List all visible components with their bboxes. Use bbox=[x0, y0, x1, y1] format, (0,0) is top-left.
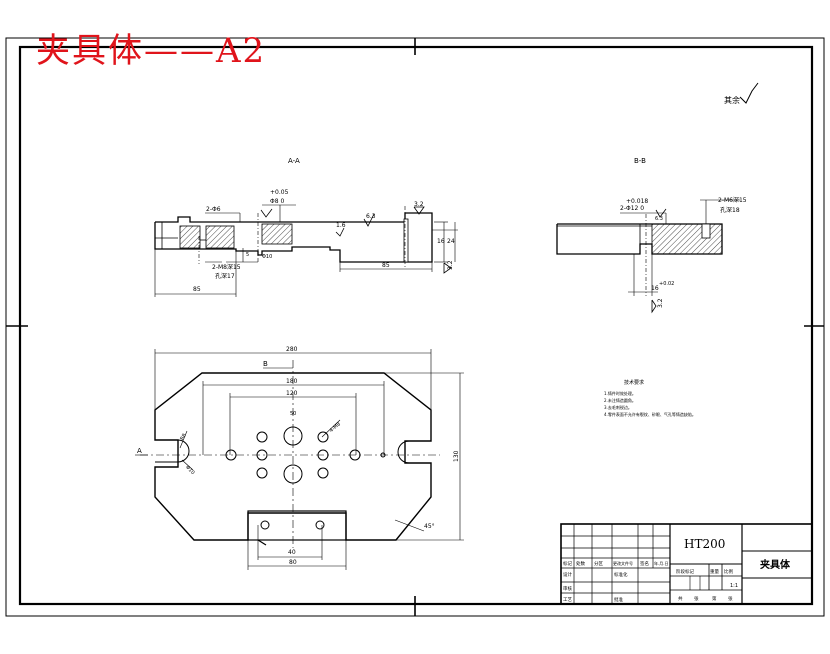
hole bbox=[317, 431, 329, 443]
dim-m8: 4-M8 bbox=[329, 421, 342, 434]
part-name: 夹具体 bbox=[760, 558, 791, 571]
section-mark-a: A bbox=[137, 447, 142, 455]
bb-tol-dia: 2-Φ12 0 bbox=[620, 205, 644, 212]
plate-holes bbox=[225, 426, 386, 530]
tb-cell: 审核 bbox=[563, 585, 572, 592]
tb-cell: 工艺 bbox=[563, 597, 572, 603]
base-tab bbox=[247, 510, 347, 541]
roughness-note-text: 其余 bbox=[724, 95, 740, 105]
tb-cell: 第 bbox=[712, 595, 717, 602]
hole bbox=[256, 449, 268, 461]
aa-note-hole2: 孔深17 bbox=[215, 272, 235, 280]
hole bbox=[256, 467, 268, 479]
dim-130: 130 bbox=[453, 450, 460, 462]
hole bbox=[260, 520, 270, 530]
aa-dim-16: 16 bbox=[437, 238, 445, 245]
hole bbox=[317, 467, 329, 479]
tb-cell: 年.月.日 bbox=[654, 560, 669, 566]
bb-tol-top: +0.018 bbox=[626, 198, 648, 205]
tb-cell: 比例 bbox=[724, 568, 733, 575]
tech-req-line: 2.未注铸造圆角。 bbox=[604, 397, 636, 403]
material-label: HT200 bbox=[684, 537, 725, 551]
tb-cell: 张 bbox=[694, 595, 699, 602]
inner-frame bbox=[18, 45, 814, 606]
tb-cell: 分区 bbox=[594, 560, 603, 567]
bb-dim-16: 16 bbox=[651, 285, 659, 292]
tech-requirements: 技术要求 1.铸件时效处理。 2.未注铸造圆角。 3.去毛刺锐边。 4.零件表面… bbox=[604, 379, 696, 417]
aa-dim-phi10: Φ10 bbox=[262, 254, 272, 260]
section-bb-view: B-B +0.018 2-Φ12 0 2-M6深15 孔深18 3.2 16 +… bbox=[556, 157, 747, 314]
hole bbox=[283, 464, 303, 484]
bb-rough-63: 6.3 bbox=[655, 216, 663, 222]
tech-req-line: 3.去毛刺锐边。 bbox=[604, 404, 632, 410]
dim-120: 120 bbox=[286, 390, 298, 397]
tb-cell: 标准化 bbox=[614, 571, 628, 578]
dim-80: 80 bbox=[289, 559, 297, 566]
hole bbox=[349, 449, 361, 461]
tb-cell: 共 bbox=[678, 595, 683, 602]
aa-note-hole: 2-M8深15 bbox=[212, 263, 241, 271]
aa-rough-32: 3.2 bbox=[414, 201, 424, 208]
tb-cell: 处数 bbox=[576, 560, 585, 567]
hole bbox=[317, 449, 329, 461]
tb-cell: 张 bbox=[728, 595, 733, 602]
section-mark-b: B bbox=[263, 360, 268, 368]
bb-note-hole2: 孔深18 bbox=[720, 206, 740, 214]
tb-cell: 设计 bbox=[563, 571, 572, 578]
tb-cell: 阶段标记 bbox=[676, 568, 694, 575]
title-block-text: HT200 夹具体 1:1 标记 处数 分区 更改文件号 签名 年.月.日 设计… bbox=[563, 537, 791, 603]
tb-cell: 标记 bbox=[563, 560, 572, 567]
aa-rough-16: 1.6 bbox=[336, 222, 346, 229]
title-block bbox=[560, 523, 813, 605]
tb-cell: 签名 bbox=[640, 560, 649, 567]
aa-tol-top: +0.05 bbox=[270, 189, 289, 196]
dim-50: 50 bbox=[290, 411, 296, 417]
tech-req-title: 技术要求 bbox=[624, 379, 644, 386]
aa-outline bbox=[154, 212, 433, 263]
section-aa-view: A-A bbox=[154, 157, 458, 297]
hole bbox=[225, 449, 237, 461]
tb-cell: 批准 bbox=[614, 596, 623, 603]
hole bbox=[315, 520, 325, 530]
aa-dim-85-left: 85 bbox=[193, 286, 201, 293]
aa-hatch-left bbox=[179, 225, 201, 249]
aa-dim-24: 24 bbox=[447, 238, 455, 245]
dim-r8: R8 bbox=[179, 433, 188, 442]
aa-callout-2phi6: 2-Φ6 bbox=[206, 206, 221, 213]
hole bbox=[283, 426, 303, 446]
aa-rough-32b: 3.2 bbox=[447, 260, 454, 270]
centering-marks bbox=[6, 38, 824, 616]
roughness-note: 其余 bbox=[724, 82, 759, 105]
tb-cell: 更改文件号 bbox=[613, 560, 633, 566]
aa-dim-5: 5 bbox=[246, 252, 249, 258]
scale-ratio: 1:1 bbox=[730, 583, 738, 589]
bb-note-hole: 2-M6深15 bbox=[718, 196, 747, 204]
section-aa-label: A-A bbox=[288, 157, 300, 165]
tech-req-line: 1.铸件时效处理。 bbox=[604, 390, 636, 396]
aa-tol-dia: Φ8 0 bbox=[270, 198, 284, 205]
bb-tol-small: +0.02 bbox=[659, 281, 674, 287]
dim-180: 180 bbox=[286, 378, 298, 385]
outer-frame bbox=[5, 37, 825, 617]
tb-cell: 重量 bbox=[710, 568, 719, 575]
dim-phi10: Φ10 bbox=[184, 464, 196, 476]
bb-rough-32: 3.2 bbox=[657, 298, 664, 308]
dim-40: 40 bbox=[288, 549, 296, 556]
aa-dim-85-right: 85 bbox=[382, 262, 390, 269]
hole bbox=[256, 431, 268, 443]
hole bbox=[380, 452, 386, 458]
aa-rough-63: 6.3 bbox=[366, 213, 376, 220]
aa-hatch-right bbox=[261, 223, 293, 245]
aa-hatch-mid bbox=[205, 225, 235, 249]
dim-280: 280 bbox=[286, 346, 298, 353]
bb-hatch bbox=[651, 223, 723, 255]
tech-req-line: 4.零件表面不允许有裂纹、砂眼、气孔等铸造缺陷。 bbox=[604, 411, 696, 417]
section-bb-label: B-B bbox=[634, 157, 646, 165]
drawing-title-stamp: 夹具体——A2 bbox=[36, 31, 267, 71]
plan-view: 280 180 120 50 130 40 80 R8 Φ10 4-M8 45°… bbox=[135, 346, 464, 570]
dim-angle: 45° bbox=[424, 523, 435, 530]
